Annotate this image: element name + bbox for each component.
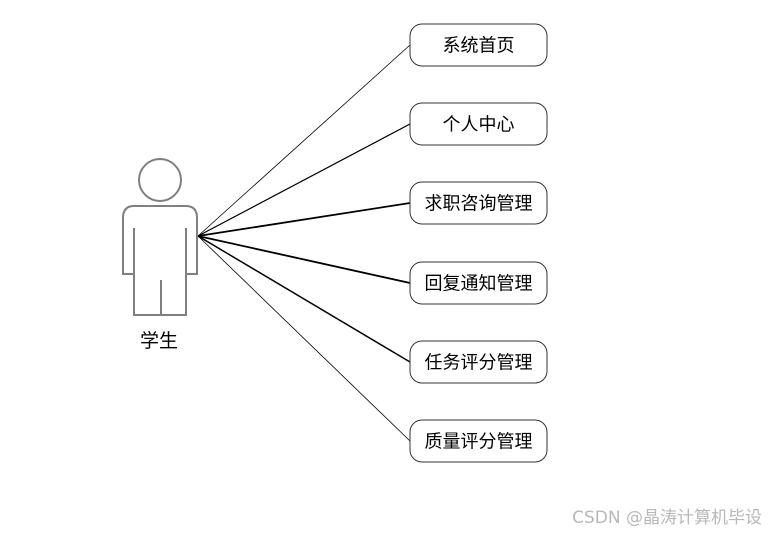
association-lines — [197, 44, 411, 442]
use-case-label: 任务评分管理 — [425, 353, 533, 374]
use-case-label: 个人中心 — [443, 115, 515, 136]
use-case-box — [409, 419, 548, 463]
actor-head — [138, 158, 182, 202]
use-case-label: 回复通知管理 — [425, 274, 533, 295]
use-case-item: 求职咨询管理 — [409, 181, 548, 225]
association-line — [197, 44, 411, 237]
use-case-item: 质量评分管理 — [409, 419, 548, 463]
use-case-label: 求职咨询管理 — [425, 194, 533, 215]
use-case-item: 系统首页 — [409, 23, 548, 67]
use-case-box — [409, 340, 548, 384]
watermark: CSDN @晶涛计算机毕设 — [572, 508, 762, 528]
association-line — [197, 235, 411, 442]
use-case-box — [409, 181, 548, 225]
actor-label: 学生 — [140, 330, 178, 352]
use-case-label: 系统首页 — [443, 36, 515, 57]
use-case-item: 个人中心 — [409, 102, 548, 146]
use-case-box — [409, 261, 548, 305]
use-case-list: 系统首页 个人中心 求职咨询管理 回复通知管理 任务评分管理 质量评分管理 — [409, 23, 548, 463]
use-case-box — [409, 23, 548, 67]
use-case-label: 质量评分管理 — [425, 432, 533, 453]
association-line — [197, 123, 411, 237]
use-case-item: 回复通知管理 — [409, 261, 548, 305]
use-case-box — [409, 102, 548, 146]
association-line — [197, 235, 411, 284]
use-case-item: 任务评分管理 — [409, 340, 548, 384]
actor-student: 学生 — [122, 158, 198, 352]
association-line — [197, 235, 411, 363]
association-line — [197, 202, 411, 237]
actor-body — [122, 205, 198, 316]
